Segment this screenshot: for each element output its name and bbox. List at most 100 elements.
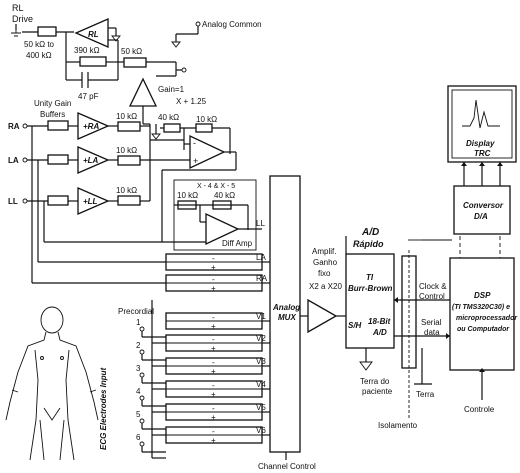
buffers-label-1: Unity Gain xyxy=(34,99,71,108)
dsp-l4: ou Computador xyxy=(457,326,510,333)
diff-blocks: -+LA-+RA-+V1-+V2-+V3-+V4-+V5-+V6 xyxy=(165,253,270,445)
feedback-resistor-390k xyxy=(79,56,107,67)
precordial-number: 6 xyxy=(136,433,141,442)
clock-label-2: Control xyxy=(419,292,445,301)
mux-input-label: V5 xyxy=(256,403,266,412)
buffers-label-2: Buffers xyxy=(40,110,65,119)
rl-drive-ground xyxy=(111,35,121,42)
buffer-ll xyxy=(77,187,110,215)
diff-block-plus: + xyxy=(211,263,216,272)
buffer-ra xyxy=(77,112,110,140)
input-ra-label: RA xyxy=(8,122,20,131)
dsp-l1: DSP xyxy=(474,291,491,300)
precordial-number: 4 xyxy=(136,387,141,396)
amp-label-4: X2 a X20 xyxy=(309,282,342,291)
precordial-electrode xyxy=(139,372,145,378)
ad-title-1: A/D xyxy=(361,227,379,238)
precordial-electrode xyxy=(139,441,145,447)
ad-burr-brown: Burr-Brown xyxy=(348,284,393,293)
terra-paciente-1: Terra do xyxy=(360,377,390,386)
body-figure xyxy=(5,306,99,461)
terra-paciente-2: paciente xyxy=(362,387,393,396)
diff-block-plus: + xyxy=(211,413,216,422)
diff-block-plus: + xyxy=(211,436,216,445)
dsp-block xyxy=(449,257,515,371)
buffer-ra-label: +RA xyxy=(83,122,99,131)
diff-block-plus: + xyxy=(211,344,216,353)
ra-resistor-label: 10 kΩ xyxy=(116,112,137,121)
display-block xyxy=(447,85,517,163)
diff-block-minus: - xyxy=(212,275,215,284)
stage1-r40-label: 40 kΩ xyxy=(158,113,179,122)
ecg-electrodes-label: ECG Electrodes Input xyxy=(99,367,108,450)
display-l2: TRC xyxy=(474,149,491,158)
stage1-minus: - xyxy=(193,138,196,148)
la-resistor-label: 10 kΩ xyxy=(116,146,137,155)
rl-drive-resistor xyxy=(37,26,57,37)
diff-amp-gain: X - 4 & X - 5 xyxy=(197,183,235,190)
patient-ground xyxy=(359,361,373,371)
mux-label-2: MUX xyxy=(278,313,296,322)
ad-ad: A/D xyxy=(372,328,387,337)
diff-block-minus: - xyxy=(212,381,215,390)
mux-input-label: V6 xyxy=(256,426,266,435)
mux-input-label: V1 xyxy=(256,312,266,321)
mux-input-label: V4 xyxy=(256,380,266,389)
precordial-electrode xyxy=(139,395,145,401)
diff-block-minus: - xyxy=(212,427,215,436)
precordial-electrode xyxy=(139,326,145,332)
clock-label-1: Clock & xyxy=(419,282,447,291)
mux-input-label: V3 xyxy=(256,357,266,366)
amp-label-1: Amplif. xyxy=(312,247,336,256)
gain1-label: Gain=1 xyxy=(158,85,185,94)
precordial-electrode xyxy=(139,418,145,424)
gain1-sublabel: X + 1.25 xyxy=(176,97,207,106)
rl-drive-amp-label: RL xyxy=(88,30,99,39)
diff-amp xyxy=(205,212,240,246)
terra-label: Terra xyxy=(416,390,435,399)
rl-drive-resistor-label-1: 50 kΩ to xyxy=(24,40,55,49)
channel-control-label: Channel Control xyxy=(258,462,316,471)
analog-mux xyxy=(269,175,301,453)
buffer-ll-label: +LL xyxy=(83,197,98,206)
input-ll-label: LL xyxy=(8,197,18,206)
input-la-label: LA xyxy=(8,156,19,165)
diff-amp-r40: 40 kΩ xyxy=(214,191,235,200)
analog-common-ground xyxy=(171,41,181,48)
diff-block-plus: + xyxy=(211,390,216,399)
precordial-number: 3 xyxy=(136,364,141,373)
dsp-l3: microprocessador xyxy=(456,315,518,322)
dac-block xyxy=(453,185,511,235)
precordial-number: 1 xyxy=(136,318,141,327)
amp-label-2: Ganho xyxy=(313,258,338,267)
mux-input-label: RA xyxy=(256,274,268,283)
diff-block-minus: - xyxy=(212,254,215,263)
ad-ti: TI xyxy=(366,273,374,282)
dac-l1: Conversor xyxy=(463,201,504,210)
stage1-plus: + xyxy=(193,156,198,166)
dsp-l2: (TI TMS320C30) e xyxy=(452,304,510,311)
rl-drive-title: RL xyxy=(12,3,24,13)
fixed-gain-amplifier xyxy=(307,298,338,334)
waveform-trace xyxy=(462,99,500,129)
ad-18bit: 18-Bit xyxy=(368,317,391,326)
rl-drive-subtitle: Drive xyxy=(12,14,33,24)
rl-drive-amplifier xyxy=(74,18,109,48)
buffer-la xyxy=(77,146,110,174)
mux-input-label: LA xyxy=(256,253,266,262)
mux-input-ll-label: LL xyxy=(256,219,265,228)
ad-sh: S/H xyxy=(348,321,362,330)
diff-block-minus: - xyxy=(212,404,215,413)
rl-drive-resistor-label-2: 400 kΩ xyxy=(26,51,52,60)
ad-title-2: Rápido xyxy=(353,239,384,249)
diff-block-minus: - xyxy=(212,358,215,367)
mux-input-label: V2 xyxy=(256,334,266,343)
dac-l2: D/A xyxy=(474,212,488,221)
diff-block-minus: - xyxy=(212,313,215,322)
feedback-resistor-50k-label: 50 kΩ xyxy=(121,47,142,56)
precordial-title: Precordial xyxy=(118,307,154,316)
precordial-number: 2 xyxy=(136,341,141,350)
stage1-amplifier xyxy=(189,134,226,170)
